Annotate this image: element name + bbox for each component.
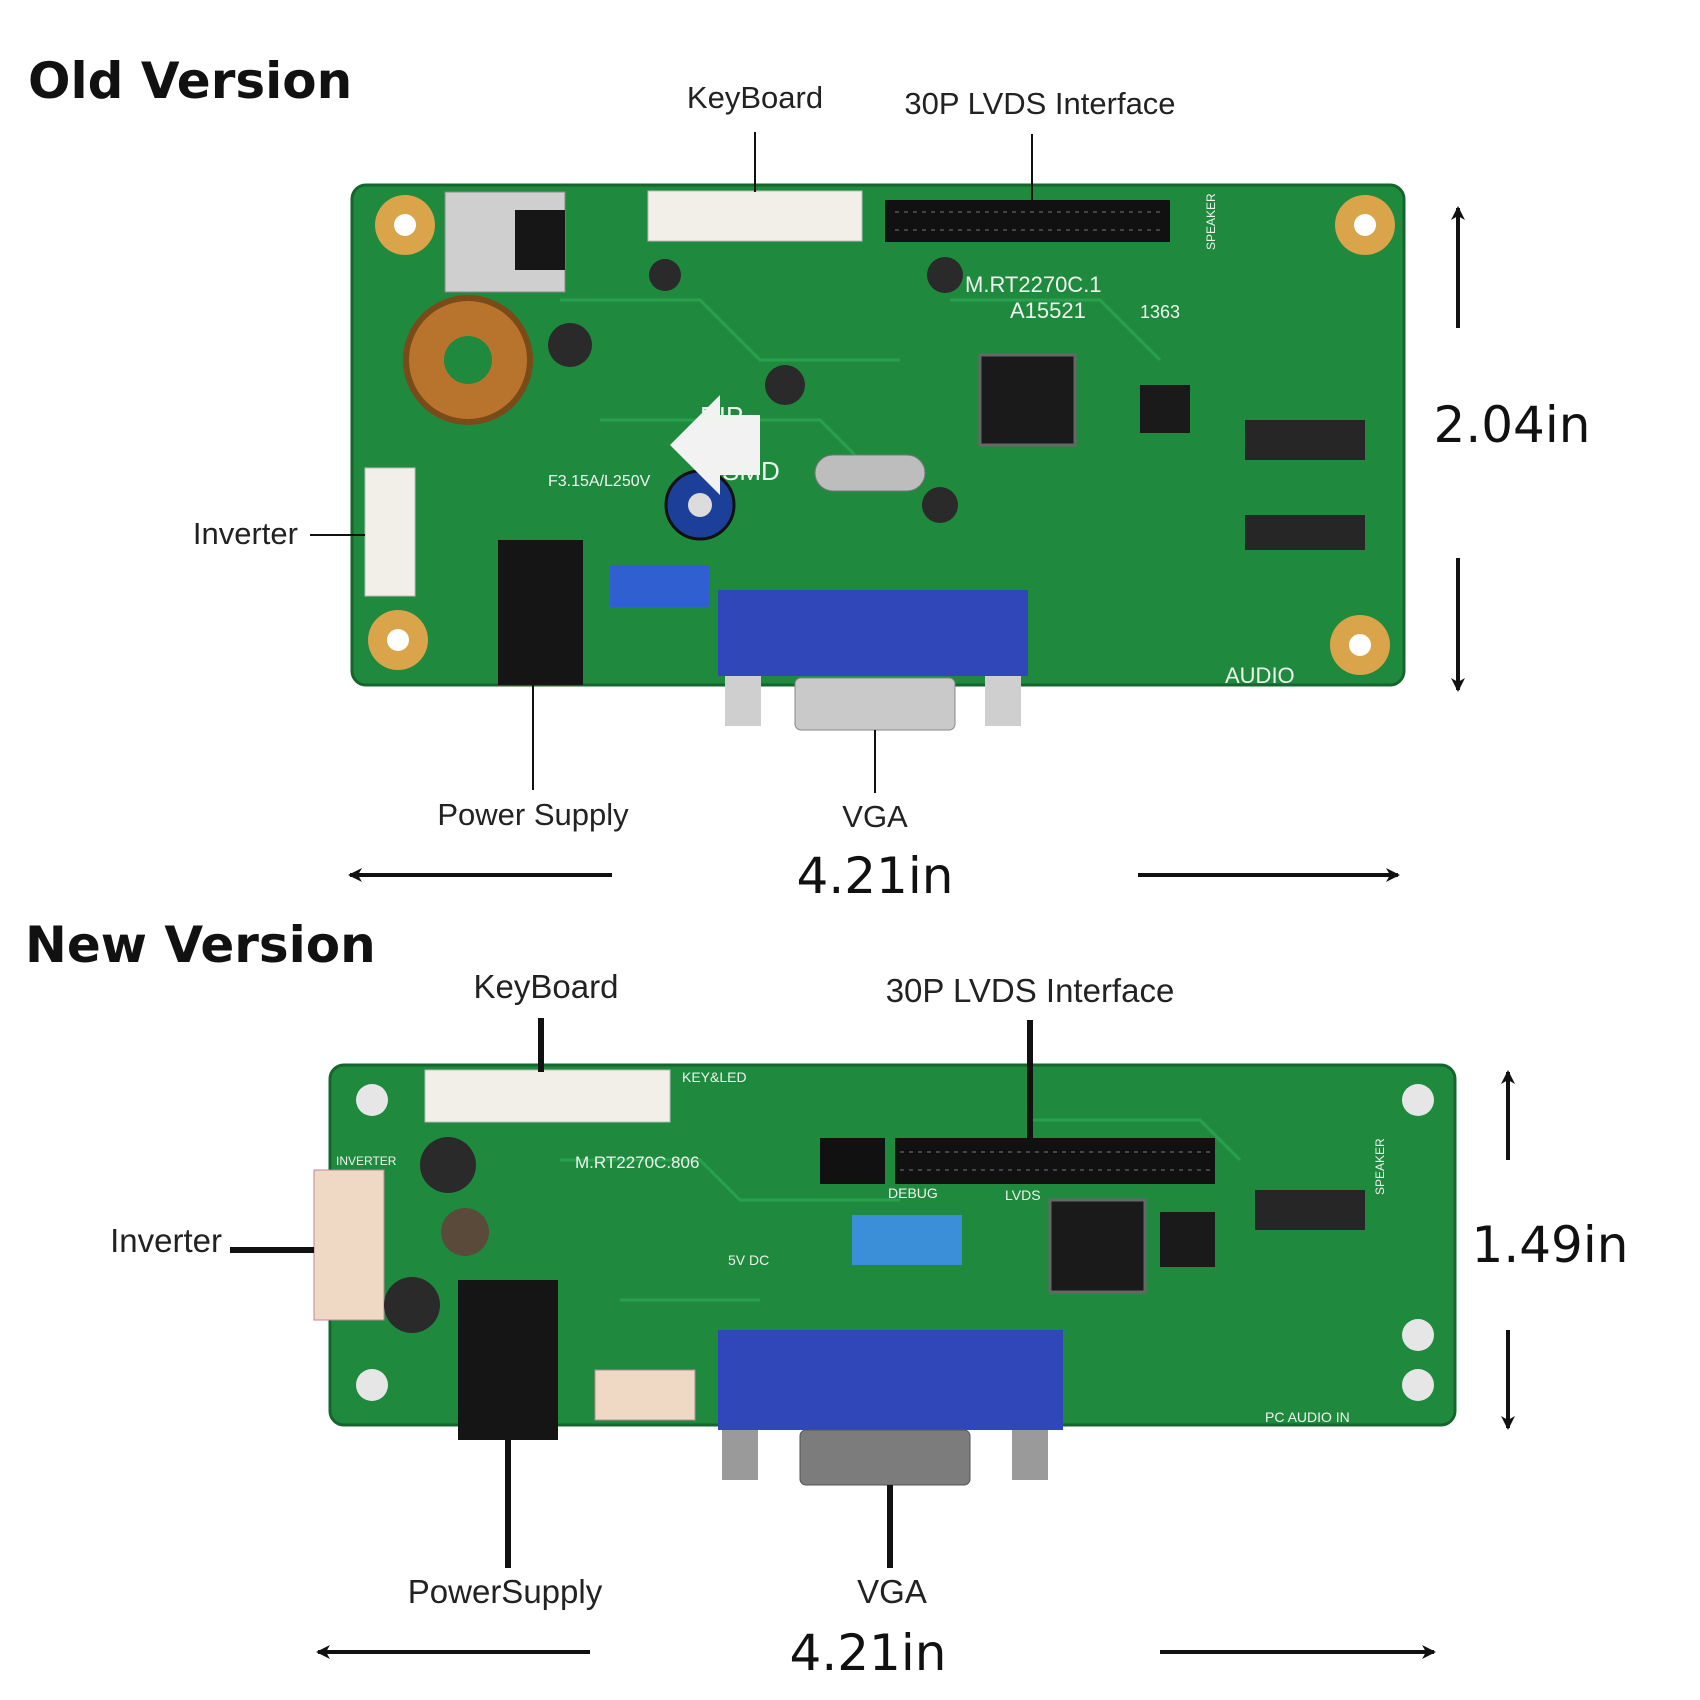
old-inverter-connector (364, 467, 416, 597)
old-keyboard-connector (647, 190, 863, 242)
new-mount-holes (356, 1084, 1434, 1401)
old-fuse-label: F3.15A/L250V (548, 473, 651, 490)
old-main-chip (978, 353, 1077, 447)
old-vga-connector (718, 590, 1028, 676)
new-amp-chip (1255, 1190, 1365, 1230)
new-audio-in-label: PC AUDIO IN (1265, 1409, 1350, 1425)
old-capacitor (548, 323, 592, 367)
old-speaker-label: SPEAKER (1204, 193, 1218, 250)
old-dip-smd-arrow (670, 395, 760, 495)
new-lvds-callout: 30P LVDS Interface (886, 972, 1175, 1009)
old-amp-chip (1245, 515, 1365, 550)
new-height-label: 1.49in (1472, 1216, 1629, 1274)
old-ic (1140, 385, 1190, 433)
new-power-jack (458, 1280, 558, 1440)
old-callouts: KeyBoard 30P LVDS Interface Inverter Pow… (193, 80, 1176, 834)
new-small-connector (594, 1369, 696, 1421)
old-capacitor (765, 365, 805, 405)
old-batch-label: 1363 (1140, 302, 1180, 322)
new-inductor (441, 1208, 489, 1256)
new-dc-label: 5V DC (728, 1252, 769, 1268)
new-inverter-callout: Inverter (110, 1222, 222, 1259)
old-code-label: A15521 (1010, 298, 1086, 323)
old-height-label: 2.04in (1434, 396, 1591, 454)
old-lvds-header (885, 200, 1170, 242)
new-keyboard-callout: KeyBoard (474, 968, 619, 1005)
new-dimensions: 4.21in 1.49in (316, 1070, 1629, 1682)
new-inverter-connector (313, 1169, 385, 1321)
old-version-title: Old Version (28, 52, 352, 110)
new-speaker-label: SPEAKER (1373, 1138, 1387, 1195)
new-vga-callout: VGA (857, 1573, 927, 1610)
old-model-label: M.RT2270C.1 (965, 272, 1102, 297)
old-smd-label: SMD (722, 456, 780, 486)
new-blue-connector (852, 1215, 962, 1265)
new-board: M.RT2270C.806 KEY&LED LVDS DEBUG PC AUDI… (313, 1063, 1457, 1486)
new-version-title: New Version (25, 916, 376, 974)
old-crystal (814, 454, 926, 492)
old-lvds-callout: 30P LVDS Interface (904, 86, 1175, 121)
new-model-label: M.RT2270C.806 (575, 1153, 699, 1172)
new-inverter-silk: INVERTER (336, 1154, 397, 1168)
old-mount-holes (368, 195, 1395, 675)
old-power-callout: Power Supply (437, 797, 629, 832)
old-inverter-callout: Inverter (193, 516, 298, 551)
old-amp-chip (1245, 420, 1365, 460)
new-callouts: KeyBoard 30P LVDS Interface Inverter Pow… (110, 968, 1174, 1610)
old-capacitor (649, 259, 681, 291)
old-keyboard-callout: KeyBoard (687, 80, 823, 115)
new-lvds-header (895, 1138, 1215, 1184)
old-width-label: 4.21in (797, 847, 954, 905)
new-vga-shell (799, 1429, 971, 1486)
old-board: DIP SMD M.RT2270C.1 A15521 1363 F3.15A/L… (350, 183, 1406, 731)
new-width-label: 4.21in (790, 1624, 947, 1682)
old-audio-label: AUDIO (1225, 663, 1295, 688)
old-power-jack (498, 540, 583, 685)
old-blue-connector (610, 565, 710, 607)
old-dip-label: DIP (700, 401, 743, 431)
new-lvds-silk: LVDS (1005, 1187, 1041, 1203)
old-capacitor (922, 487, 958, 523)
old-dimensions: 4.21in 2.04in (348, 206, 1591, 905)
new-capacitor (420, 1137, 476, 1193)
new-vga-connector (718, 1330, 1063, 1430)
old-vga-shell (794, 677, 956, 731)
new-power-callout: PowerSupply (408, 1573, 603, 1610)
new-ic (1160, 1212, 1215, 1267)
new-capacitor (384, 1277, 440, 1333)
new-keyboard-connector (424, 1069, 671, 1123)
new-version-section: New Version (25, 916, 1628, 1682)
new-traces (560, 1118, 1242, 1302)
old-vga-callout: VGA (842, 799, 908, 834)
old-version-section: Old Version (28, 52, 1590, 905)
new-keyled-label: KEY&LED (682, 1069, 747, 1085)
new-main-chip (1048, 1198, 1147, 1294)
new-debug-header (820, 1138, 885, 1184)
new-debug-label: DEBUG (888, 1185, 938, 1201)
old-capacitor (927, 257, 963, 293)
